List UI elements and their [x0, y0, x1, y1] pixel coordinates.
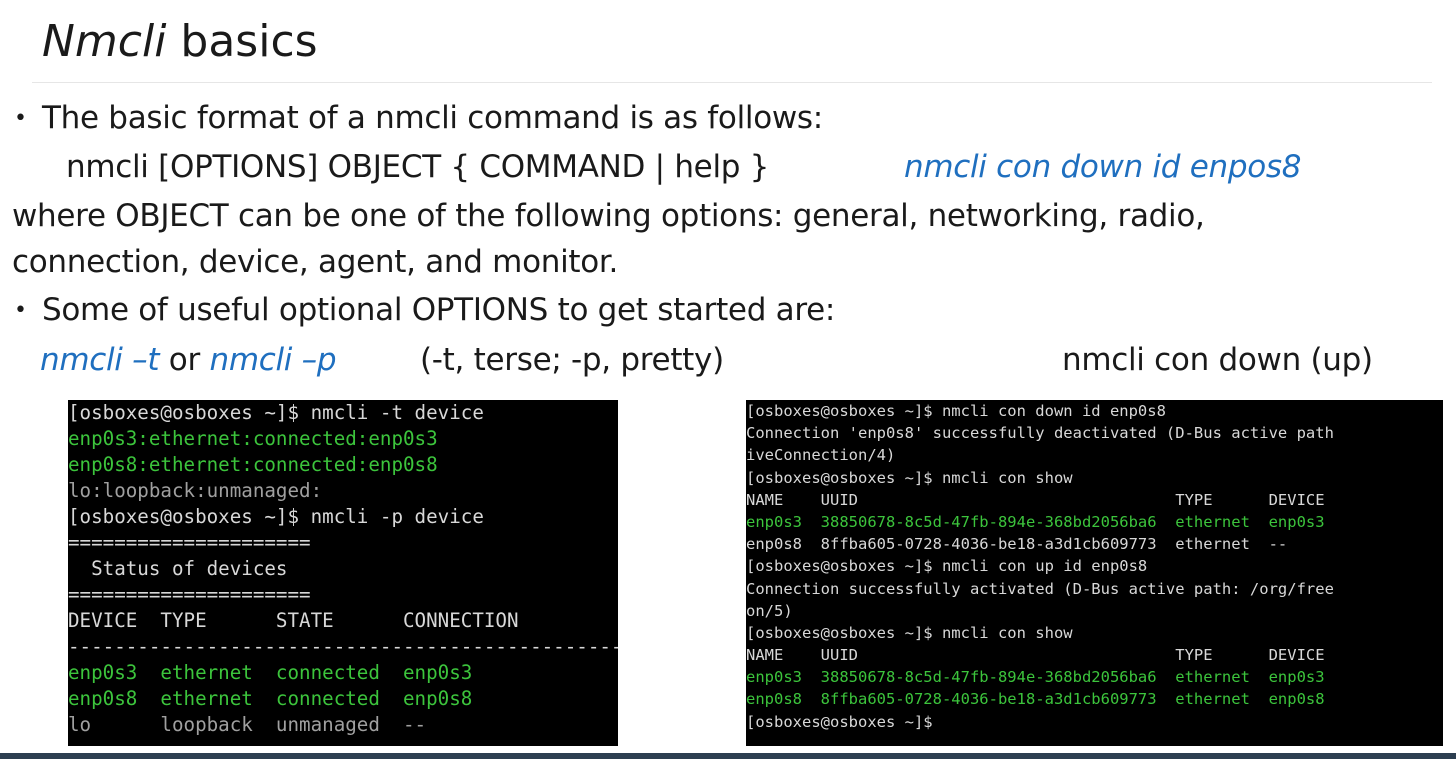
- options-line: nmcli –t or nmcli –p: [40, 340, 337, 380]
- terminal-text: enp0s8 ethernet connected enp0s8: [68, 687, 473, 710]
- terminal-line: [osboxes@osboxes ~]$ nmcli con down id e…: [746, 400, 1443, 422]
- terminal-text: Connection successfully activated (D-Bus…: [746, 579, 1334, 598]
- terminal-text: enp0s3 38850678-8c5d-47fb-894e-368bd2056…: [746, 668, 1325, 687]
- terminal-line: =====================: [68, 530, 618, 556]
- where-object-line-2: connection, device, agent, and monitor.: [12, 244, 619, 280]
- terminal-line: enp0s8:ethernet:connected:enp0s8: [68, 452, 618, 478]
- terminal-line: DEVICE TYPE STATE CONNECTION: [68, 608, 618, 634]
- slide-title-italic: Nmcli: [42, 16, 167, 67]
- terminal-line: enp0s3 38850678-8c5d-47fb-894e-368bd2056…: [746, 511, 1443, 533]
- terminal-line: [osboxes@osboxes ~]$ nmcli -t device: [68, 400, 618, 426]
- terminal-line: [osboxes@osboxes ~]$ nmcli con show: [746, 622, 1443, 644]
- terminal-line: enp0s3 ethernet connected enp0s3: [68, 660, 618, 686]
- terminal-line: NAME UUID TYPE DEVICE: [746, 644, 1443, 666]
- terminal-line: enp0s3:ethernet:connected:enp0s3: [68, 426, 618, 452]
- terminal-line: Connection successfully activated (D-Bus…: [746, 578, 1443, 600]
- bullet-dot-icon: •: [14, 106, 27, 131]
- terminal-text: =====================: [68, 531, 311, 554]
- terminal-text: [osboxes@osboxes ~]$ nmcli con show: [746, 468, 1073, 487]
- terminal-line: enp0s3 38850678-8c5d-47fb-894e-368bd2056…: [746, 666, 1443, 688]
- terminal-text: Status of devices: [68, 557, 288, 580]
- terminal-text: =====================: [68, 583, 311, 606]
- bullet-options-text: Some of useful optional OPTIONS to get s…: [42, 292, 836, 328]
- terminal-text: enp0s3:ethernet:connected:enp0s3: [68, 427, 438, 450]
- options-description: (-t, terse; -p, pretty): [420, 342, 724, 378]
- terminal-line: enp0s8 ethernet connected enp0s8: [68, 686, 618, 712]
- terminal-text: enp0s8 8ffba605-0728-4036-be18-a3d1cb609…: [746, 690, 1325, 709]
- terminal-line: [osboxes@osboxes ~]$ nmcli con up id enp…: [746, 555, 1443, 577]
- bullet-dot-icon: •: [14, 298, 27, 323]
- terminal-line: =====================: [68, 582, 618, 608]
- terminal-text: enp0s8 8ffba605-0728-4036-be18-a3d1cb609…: [746, 535, 1288, 554]
- format-syntax-line: nmcli [OPTIONS] OBJECT { COMMAND | help …: [66, 149, 770, 185]
- option-pretty: nmcli –p: [209, 342, 337, 378]
- terminal-connection-output: [osboxes@osboxes ~]$ nmcli con down id e…: [746, 400, 1443, 746]
- slide-title: Nmcli basics: [42, 14, 318, 70]
- option-or: or: [159, 342, 210, 378]
- terminal-text: Connection 'enp0s8' successfully deactiv…: [746, 424, 1334, 443]
- terminal-text: NAME UUID TYPE DEVICE: [746, 490, 1325, 509]
- terminal-line: enp0s8 8ffba605-0728-4036-be18-a3d1cb609…: [746, 688, 1443, 710]
- terminal-line: ----------------------------------------…: [68, 634, 618, 660]
- terminal-line: [osboxes@osboxes ~]$: [746, 711, 1443, 733]
- terminal-text: [osboxes@osboxes ~]$: [746, 712, 933, 731]
- terminal-line: lo:loopback:unmanaged:: [68, 478, 618, 504]
- right-terminal-caption: nmcli con down (up): [1062, 342, 1373, 378]
- option-terse: nmcli –t: [40, 342, 160, 378]
- bottom-bar: [0, 753, 1456, 759]
- terminal-text: [osboxes@osboxes ~]$ nmcli con up id enp…: [746, 557, 1148, 576]
- terminal-line: Connection 'enp0s8' successfully deactiv…: [746, 422, 1443, 444]
- terminal-line: iveConnection/4): [746, 444, 1443, 466]
- where-object-line-1: where OBJECT can be one of the following…: [12, 198, 1205, 234]
- terminal-text: [osboxes@osboxes ~]$ nmcli con show: [746, 623, 1073, 642]
- bullet-format-text: The basic format of a nmcli command is a…: [42, 100, 823, 136]
- terminal-line: NAME UUID TYPE DEVICE: [746, 489, 1443, 511]
- terminal-text: DEVICE TYPE STATE CONNECTION: [68, 609, 519, 632]
- terminal-line: on/5): [746, 600, 1443, 622]
- terminal-text: iveConnection/4): [746, 446, 896, 465]
- terminal-text: lo:loopback:unmanaged:: [68, 479, 323, 502]
- terminal-line: lo loopback unmanaged --: [68, 712, 618, 738]
- example-command: nmcli con down id enpos8: [904, 149, 1302, 185]
- terminal-line: Status of devices: [68, 556, 618, 582]
- terminal-text: [osboxes@osboxes ~]$ nmcli -p device: [68, 505, 484, 528]
- terminal-line: [osboxes@osboxes ~]$ nmcli -p device: [68, 504, 618, 530]
- terminal-text: [osboxes@osboxes ~]$ nmcli -t device: [68, 401, 484, 424]
- slide-title-rest: basics: [166, 16, 318, 67]
- terminal-line: enp0s8 8ffba605-0728-4036-be18-a3d1cb609…: [746, 533, 1443, 555]
- bullet-item-format: • The basic format of a nmcli command is …: [14, 98, 823, 139]
- bullet-item-options: • Some of useful optional OPTIONS to get …: [14, 290, 835, 331]
- terminal-text: enp0s3 38850678-8c5d-47fb-894e-368bd2056…: [746, 512, 1325, 531]
- terminal-device-output: [osboxes@osboxes ~]$ nmcli -t device enp0…: [68, 400, 618, 746]
- terminal-text: [osboxes@osboxes ~]$ nmcli con down id e…: [746, 402, 1166, 420]
- terminal-text: lo loopback unmanaged --: [68, 713, 427, 736]
- terminal-text: NAME UUID TYPE DEVICE: [746, 646, 1325, 665]
- terminal-text: enp0s8:ethernet:connected:enp0s8: [68, 453, 438, 476]
- terminal-text: on/5): [746, 601, 793, 620]
- terminal-text: ----------------------------------------…: [68, 635, 618, 658]
- terminal-text: enp0s3 ethernet connected enp0s3: [68, 661, 473, 684]
- title-divider: [32, 82, 1432, 83]
- terminal-line: [osboxes@osboxes ~]$ nmcli con show: [746, 467, 1443, 489]
